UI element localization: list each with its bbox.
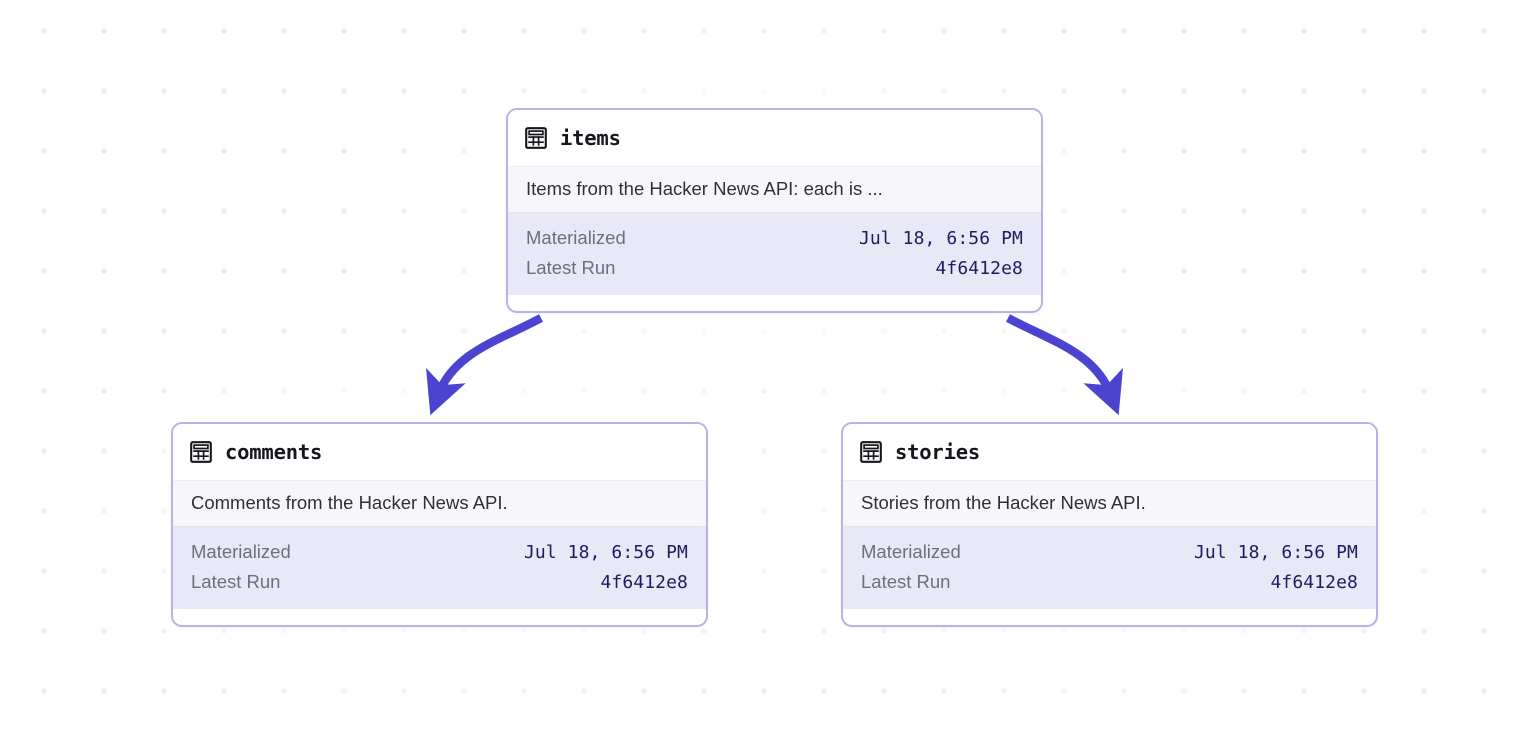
node-description: Items from the Hacker News API: each is …	[508, 167, 1041, 213]
table-icon	[190, 441, 212, 463]
edge-items-to-comments	[426, 314, 544, 416]
table-icon	[860, 441, 882, 463]
meta-value: Jul 18, 6:56 PM	[858, 228, 1023, 249]
meta-label: Materialized	[526, 227, 626, 248]
meta-value: Jul 18, 6:56 PM	[523, 542, 688, 563]
meta-row-materialized: Materialized Jul 18, 6:56 PM	[526, 223, 1023, 253]
node-description: Comments from the Hacker News API.	[173, 481, 706, 527]
meta-value[interactable]: 4f6412e8	[600, 572, 688, 594]
meta-label: Latest Run	[191, 571, 281, 593]
edge-items-to-stories	[1005, 314, 1123, 416]
node-description: Stories from the Hacker News API.	[843, 481, 1376, 527]
meta-label: Latest Run	[861, 571, 951, 593]
meta-row-latest-run: Latest Run 4f6412e8	[191, 567, 688, 597]
node-meta: Materialized Jul 18, 6:56 PM Latest Run …	[843, 527, 1376, 610]
node-title: comments	[225, 440, 323, 464]
node-header[interactable]: stories	[843, 424, 1376, 481]
meta-row-latest-run: Latest Run 4f6412e8	[526, 253, 1023, 283]
node-header[interactable]: comments	[173, 424, 706, 481]
meta-row-materialized: Materialized Jul 18, 6:56 PM	[191, 537, 688, 567]
node-title: items	[560, 126, 621, 150]
meta-value: Jul 18, 6:56 PM	[1193, 542, 1358, 563]
meta-label: Materialized	[191, 541, 291, 562]
meta-row-latest-run: Latest Run 4f6412e8	[861, 567, 1358, 597]
meta-label: Latest Run	[526, 257, 616, 279]
node-meta: Materialized Jul 18, 6:56 PM Latest Run …	[508, 213, 1041, 296]
meta-value[interactable]: 4f6412e8	[1270, 572, 1358, 594]
node-meta: Materialized Jul 18, 6:56 PM Latest Run …	[173, 527, 706, 610]
asset-node-comments[interactable]: comments Comments from the Hacker News A…	[171, 422, 708, 627]
table-icon	[525, 127, 547, 149]
node-title: stories	[895, 440, 980, 464]
node-header[interactable]: items	[508, 110, 1041, 167]
asset-node-items[interactable]: items Items from the Hacker News API: ea…	[506, 108, 1043, 313]
meta-row-materialized: Materialized Jul 18, 6:56 PM	[861, 537, 1358, 567]
meta-value[interactable]: 4f6412e8	[935, 258, 1023, 280]
asset-node-stories[interactable]: stories Stories from the Hacker News API…	[841, 422, 1378, 627]
meta-label: Materialized	[861, 541, 961, 562]
